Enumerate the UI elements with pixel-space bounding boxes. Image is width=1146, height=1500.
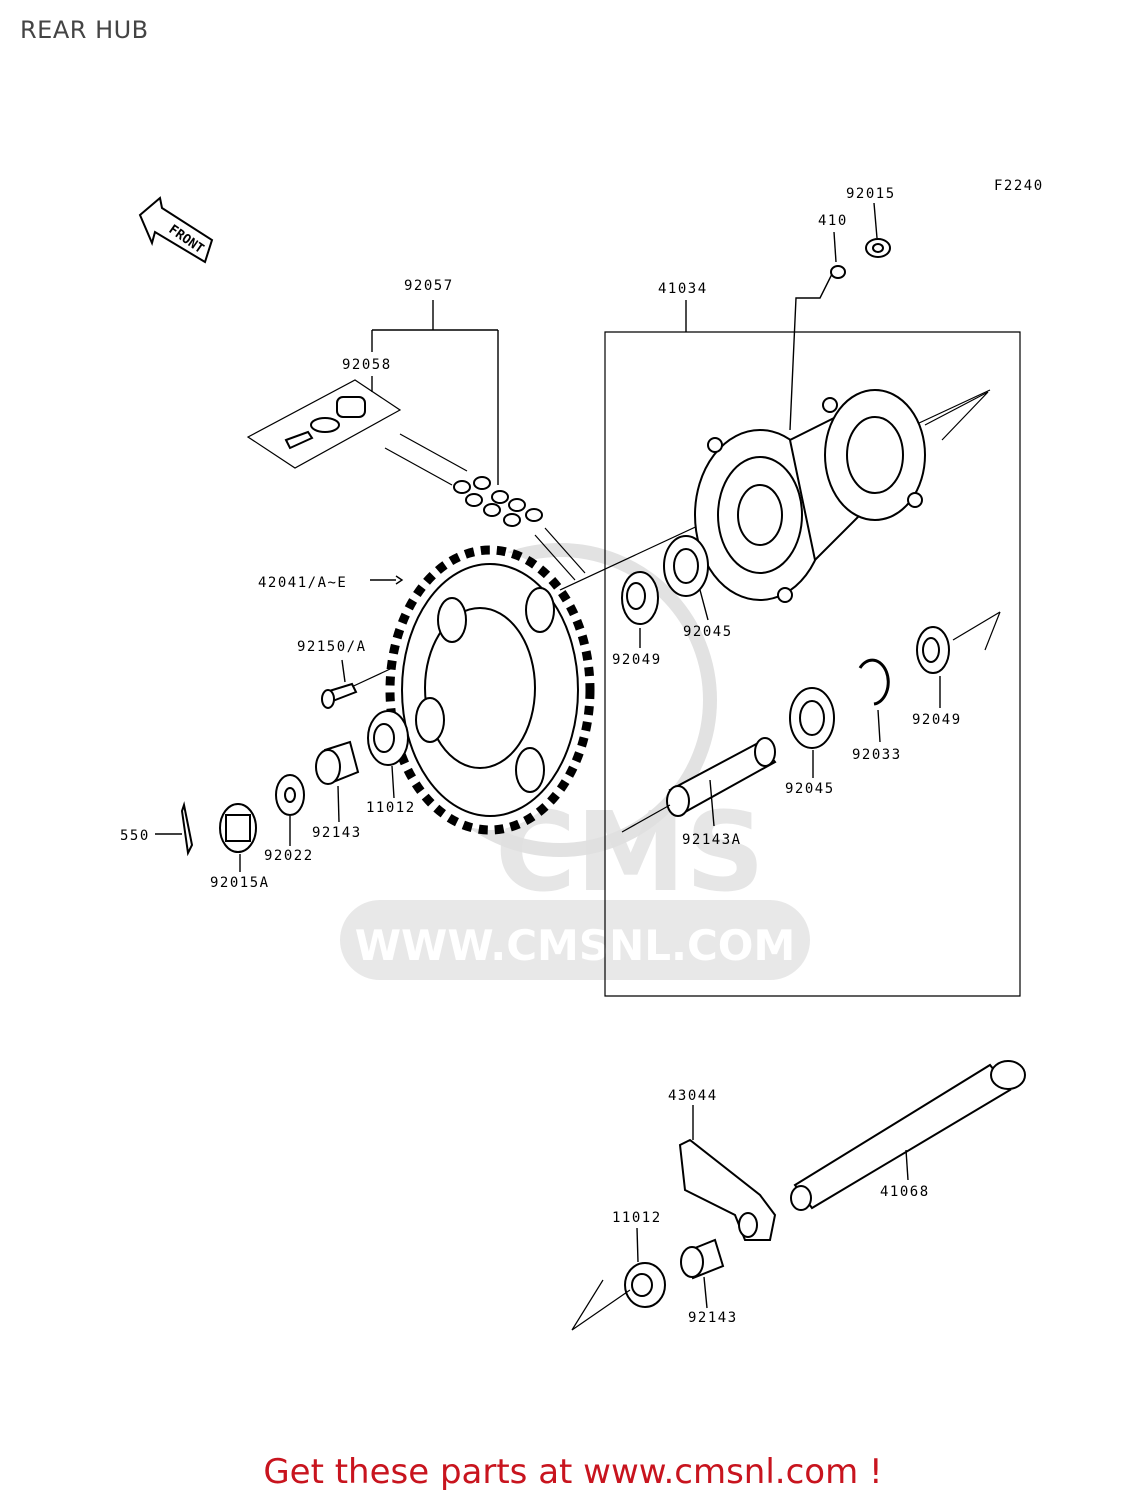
oil-seal-11012 [367, 710, 409, 799]
part-label-92143: 92143 [312, 825, 362, 841]
part-label-92150: 92150/A [297, 639, 367, 655]
part-label-92049-right: 92049 [912, 712, 962, 728]
part-label-92045-upper: 92045 [683, 624, 733, 640]
circlip-92033 [858, 658, 890, 743]
figure-code: F2240 [994, 178, 1044, 194]
rear-sprocket [370, 545, 595, 835]
part-label-92057: 92057 [404, 278, 454, 294]
hub-assembly-box [604, 300, 1021, 997]
chain-joint-kit [246, 379, 402, 469]
part-label-410: 410 [818, 213, 848, 229]
oil-seal-92049-left [621, 571, 659, 648]
bearing-92045-lower [789, 687, 835, 778]
drive-chain [384, 433, 586, 581]
part-label-92049-left: 92049 [612, 652, 662, 668]
part-label-92022: 92022 [264, 848, 314, 864]
part-label-550: 550 [120, 828, 150, 844]
hub-stud-nuts [789, 202, 891, 431]
part-label-41034: 41034 [658, 281, 708, 297]
cta-link[interactable]: Get these parts at www.cmsnl.com ! [263, 1452, 883, 1492]
collar-92143 [315, 740, 360, 823]
front-arrow-icon: FRONT [138, 196, 214, 264]
nut-92015A [219, 803, 257, 872]
chain-bracket [371, 300, 499, 485]
part-label-92045-lower: 92045 [785, 781, 835, 797]
page-title: REAR HUB [20, 16, 149, 44]
collar-92143-lower [680, 1238, 725, 1309]
bolt-92150 [321, 659, 358, 709]
part-label-11012: 11012 [366, 800, 416, 816]
part-label-41068: 41068 [880, 1184, 930, 1200]
part-label-42041: 42041/A~E [258, 575, 347, 591]
part-label-92015A: 92015A [210, 875, 270, 891]
part-label-11012-lower: 11012 [612, 1210, 662, 1226]
part-label-92015: 92015 [846, 186, 896, 202]
cotter-pin-550 [155, 801, 194, 857]
part-label-92143-lower: 92143 [688, 1310, 738, 1326]
watermark: WWW.CMSNL.COM CMS [340, 543, 810, 980]
washer-92022 [275, 774, 305, 846]
bearing-92045-upper [663, 535, 709, 621]
oil-seal-92049-right [916, 611, 1001, 708]
part-label-43044: 43044 [668, 1088, 718, 1104]
spacer-92143A [621, 737, 777, 833]
part-label-92143A: 92143A [682, 832, 742, 848]
rear-hub [694, 389, 926, 603]
part-label-92058: 92058 [342, 357, 392, 373]
oil-seal-11012-lower [571, 1227, 666, 1331]
chain-adjuster-43044 [678, 1105, 777, 1241]
watermark-url: WWW.CMSNL.COM [355, 921, 796, 970]
axle-41068 [790, 1060, 1026, 1211]
part-label-92033: 92033 [852, 747, 902, 763]
